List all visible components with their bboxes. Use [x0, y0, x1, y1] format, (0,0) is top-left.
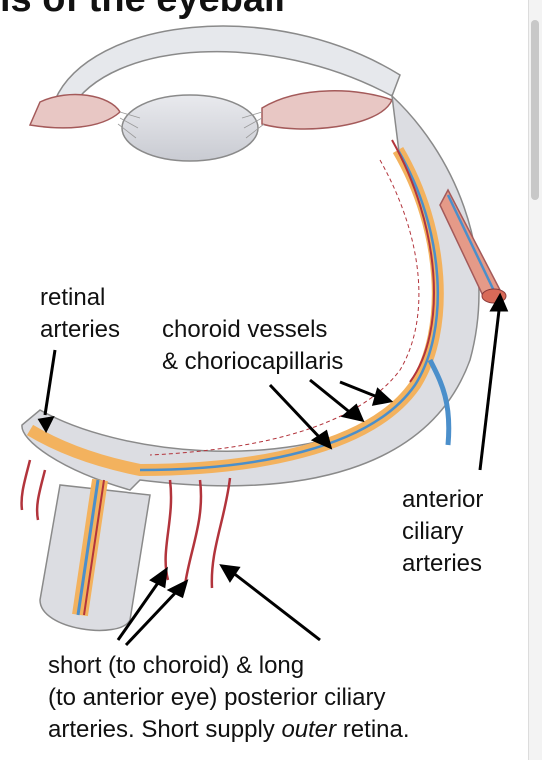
label-line: retinal	[40, 284, 106, 311]
label-choroid-vessels: choroid vessels & choriocapillaris	[162, 314, 343, 378]
scrollbar-thumb[interactable]	[531, 20, 539, 200]
zonular-fibers	[117, 111, 265, 139]
label-line: choroid vessels	[162, 316, 328, 343]
label-line: short (to choroid) & long	[48, 652, 305, 679]
label-line: arteries	[402, 550, 483, 577]
diagram-title: ls of the eyeball	[0, 0, 285, 21]
label-line: arteries	[40, 316, 121, 343]
iris-left	[28, 93, 121, 129]
label-line: arteries. Short supply outer retina.	[48, 716, 410, 743]
label-retinal-arteries: retinal arteries	[40, 282, 120, 346]
label-anterior-ciliary-arteries: anterior ciliary arteries	[402, 484, 483, 580]
cornea	[54, 25, 401, 112]
label-line: & choriocapillaris	[162, 348, 344, 375]
lens	[121, 94, 259, 162]
eyeball-illustration	[20, 25, 509, 647]
pointer-arrows	[37, 292, 509, 647]
emphasis-outer: outer	[281, 716, 337, 743]
choroid-artery	[391, 139, 435, 383]
iris-right	[261, 90, 394, 130]
label-line: ciliary	[402, 518, 464, 545]
choroid-vein	[139, 149, 439, 472]
label-posterior-ciliary-arteries: short (to choroid) & long (to anterior e…	[48, 650, 410, 746]
label-line: (to anterior eye) posterior ciliary	[48, 684, 386, 711]
label-line: anterior	[402, 486, 484, 513]
retina	[149, 159, 420, 456]
vortex-vein	[427, 358, 452, 446]
